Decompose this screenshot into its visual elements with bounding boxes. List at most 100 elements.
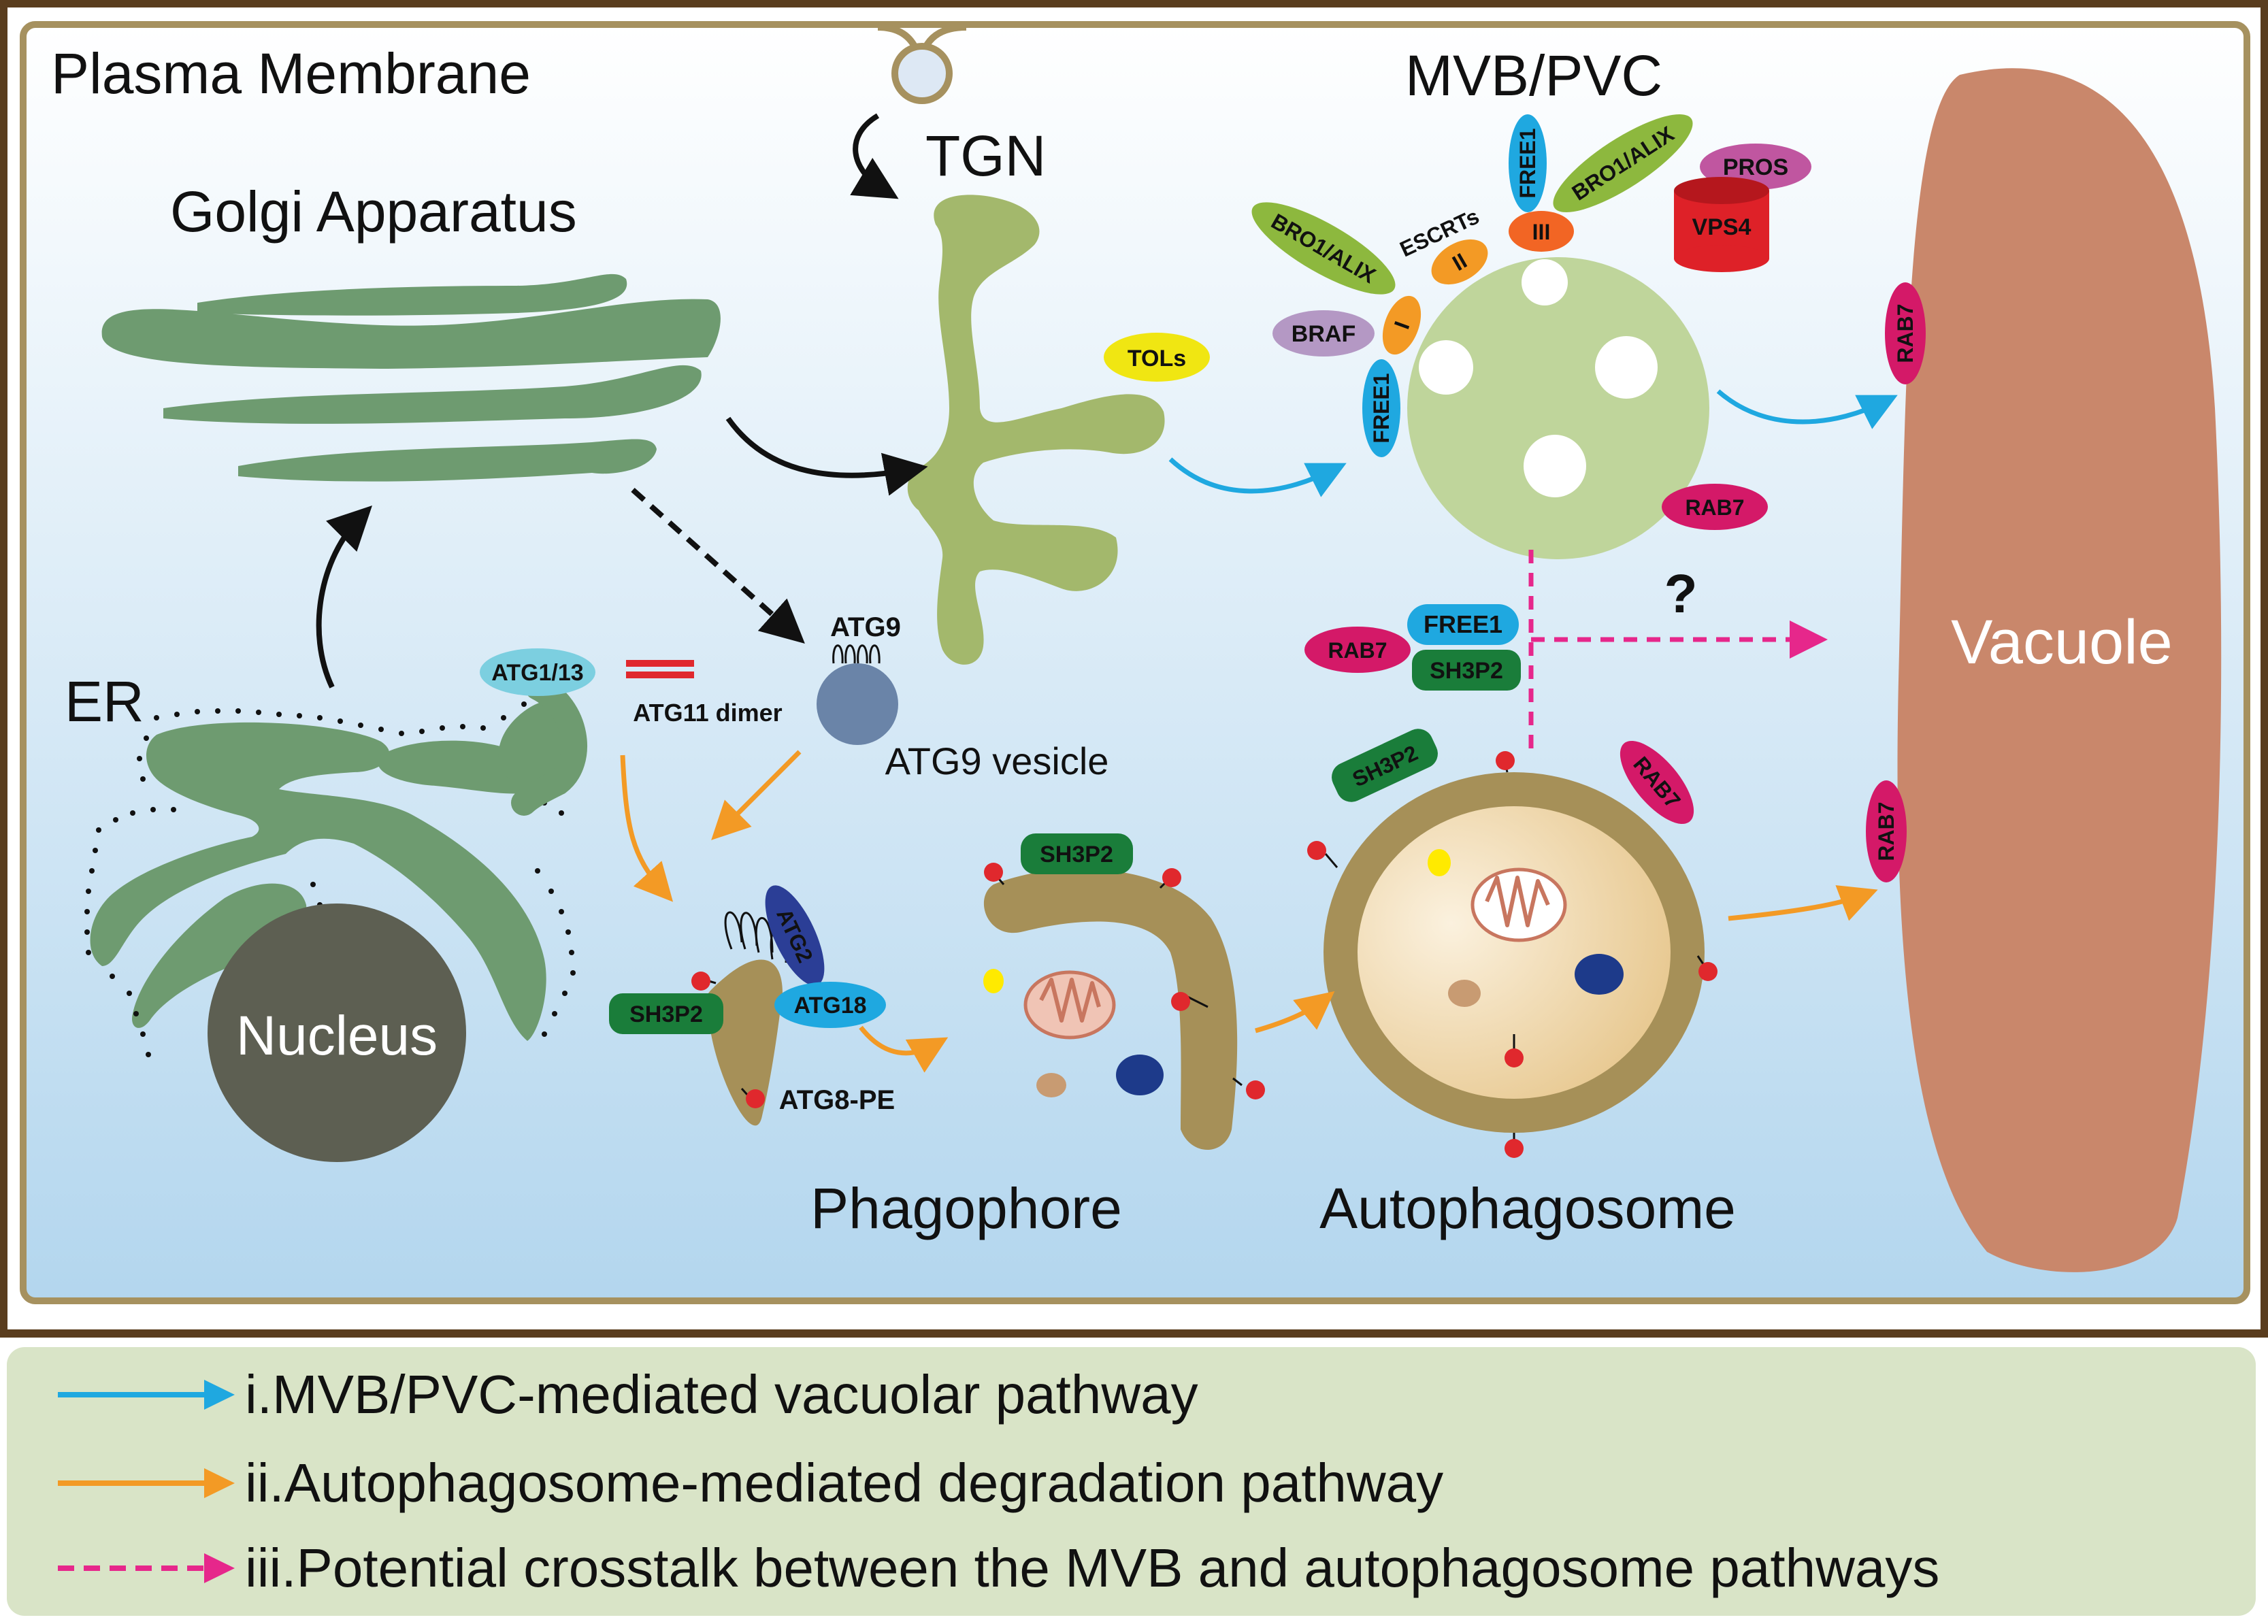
label-nucleus: Nucleus: [236, 1005, 438, 1067]
legend-arrow-head: [204, 1468, 235, 1498]
atg8-pe-dot: [1307, 841, 1326, 860]
intraluminal-vesicle: [1595, 336, 1658, 399]
intraluminal-vesicle: [1419, 340, 1473, 395]
arrow-golgi-to-atg9: [631, 488, 805, 644]
intraluminal-vesicle: [1524, 435, 1586, 497]
arrow-er-to-golgi: [316, 506, 372, 689]
arrow-atg1-to-isolation: [620, 755, 674, 902]
atg9-vesicle: [817, 663, 898, 745]
golgi-apparatus: [101, 274, 721, 482]
tag-rab7-mid: [1304, 627, 1411, 673]
tag-sh3p2-autophagosome: [1332, 729, 1438, 802]
legend-label: iii.Potential crosstalk between the MVB …: [245, 1538, 1939, 1598]
mitochondrion: [1470, 867, 1567, 942]
cargo-blue: [1116, 1055, 1164, 1095]
atg8-pe-dot: [746, 1089, 765, 1108]
label-sh3p2-phagophore: SH3P2: [1040, 842, 1113, 867]
tag-atg2: [765, 885, 825, 986]
label-vps4: VPS4: [1692, 214, 1752, 240]
tag-free1-left: [1362, 359, 1400, 457]
tag-rab7-vacuole-top: [1885, 282, 1926, 384]
label-er: ER: [65, 669, 144, 733]
tag-free1-mid: [1407, 604, 1519, 645]
tag-vps4: [1674, 177, 1769, 272]
arrow-phagophore-to-autophagosome: [1255, 991, 1335, 1033]
tag-escrt-i: [1382, 295, 1421, 355]
arrow-atg9-to-isolation: [711, 750, 802, 840]
label-sh3p2-isolation: SH3P2: [629, 1001, 703, 1027]
tag-atg1-13: [480, 648, 595, 696]
mitochondrion: [1023, 970, 1116, 1040]
atg9-membrane-loops: [724, 911, 787, 963]
tag-rab7-mvb: [1662, 484, 1768, 530]
cargo-tan: [1036, 1073, 1066, 1097]
tag-atg18: [774, 982, 886, 1028]
tag-rab7-autophagosome: [1620, 740, 1694, 825]
label-phagophore: Phagophore: [810, 1176, 1122, 1240]
mvb-pvc: [1407, 257, 1709, 559]
label-atg9-vesicle: ATG9 vesicle: [885, 740, 1109, 782]
label-golgi: Golgi Apparatus: [170, 180, 577, 244]
legend-arrow-head: [204, 1380, 235, 1410]
legend-arrow-head: [204, 1553, 235, 1583]
arrow-pm-to-tgn: [850, 113, 899, 199]
cargo-yellow: [983, 969, 1004, 993]
label-atg1-13: ATG1/13: [491, 660, 583, 686]
atg8-pe-dot: [1162, 868, 1181, 887]
label-pros: PROS: [1723, 154, 1788, 180]
arrow-autophagosome-to-vacuole: [1728, 885, 1878, 921]
tag-sh3p2-phagophore: [1021, 833, 1133, 874]
label-vacuole: Vacuole: [1951, 608, 2173, 677]
atg8-pe-dot: [1698, 962, 1718, 981]
label-free1-top: FREE1: [1515, 128, 1540, 198]
autophagosome-lumen: [1358, 806, 1671, 1099]
endocytic-vesicle: [891, 43, 953, 104]
label-atg8-pe: ATG8-PE: [779, 1085, 895, 1115]
arrow-tgn-to-mvb: [1168, 457, 1347, 497]
label-free1-mid: FREE1: [1424, 610, 1502, 638]
label-atg11-dimer: ATG11 dimer: [633, 699, 782, 727]
label-mvb: MVB/PVC: [1405, 44, 1662, 107]
cargo-blue: [1575, 954, 1624, 995]
tag-escrt-ii: [1431, 239, 1488, 285]
label-question: ?: [1664, 563, 1698, 624]
legend-item: ii.Autophagosome-mediated degradation pa…: [58, 1453, 1443, 1513]
legend-item: i.MVB/PVC-mediated vacuolar pathway: [58, 1364, 1198, 1425]
tgn-lower-lobe: [953, 509, 991, 550]
vacuole: [1897, 68, 2222, 1272]
arrow-mvb-to-vacuole: [1716, 389, 1898, 429]
cargo-yellow: [1428, 849, 1451, 876]
tag-braf: [1272, 310, 1375, 357]
legend-label: ii.Autophagosome-mediated degradation pa…: [245, 1453, 1443, 1513]
tag-escrt-iii: [1509, 211, 1574, 252]
label-autophagosome: Autophagosome: [1319, 1176, 1736, 1240]
legend-item: iii.Potential crosstalk between the MVB …: [58, 1538, 1939, 1598]
endoplasmic-reticulum: [90, 700, 572, 1041]
label-plasma-membrane: Plasma Membrane: [51, 42, 531, 105]
label-atg9: ATG9: [830, 612, 901, 642]
atg9-transmembrane-loops: [832, 644, 881, 664]
tag-sh3p2-isolation: [609, 993, 723, 1034]
label-sh3p2-mid: SH3P2: [1430, 658, 1503, 684]
label-atg18: ATG18: [793, 993, 866, 1018]
tag-bro1-right: [1553, 114, 1693, 212]
atg11-dimer-bar: [626, 672, 694, 678]
label-rab7-mid: RAB7: [1328, 638, 1387, 663]
legend: i.MVB/PVC-mediated vacuolar pathway ii.Au…: [58, 1364, 1939, 1598]
label-free1-left: FREE1: [1369, 373, 1394, 443]
arrow-golgi-to-tgn: [725, 416, 928, 496]
label-rab7-vacuole-top: RAB7: [1893, 303, 1918, 363]
tag-rab7-vacuole-bottom: [1866, 780, 1907, 882]
intraluminal-vesicle: [1522, 259, 1568, 305]
er-ribosomes: [84, 701, 576, 1057]
isolation-membrane: [704, 959, 783, 1126]
tag-free1-top: [1509, 114, 1547, 212]
tag-sh3p2-mid: [1412, 650, 1521, 691]
atg8-pe-dot: [1505, 1139, 1524, 1158]
atg8-pe-dot: [691, 972, 710, 991]
atg8-pe-dot: [984, 863, 1003, 882]
label-rab7-vacuole-bottom: RAB7: [1874, 801, 1899, 861]
legend-panel: [7, 1347, 2256, 1616]
